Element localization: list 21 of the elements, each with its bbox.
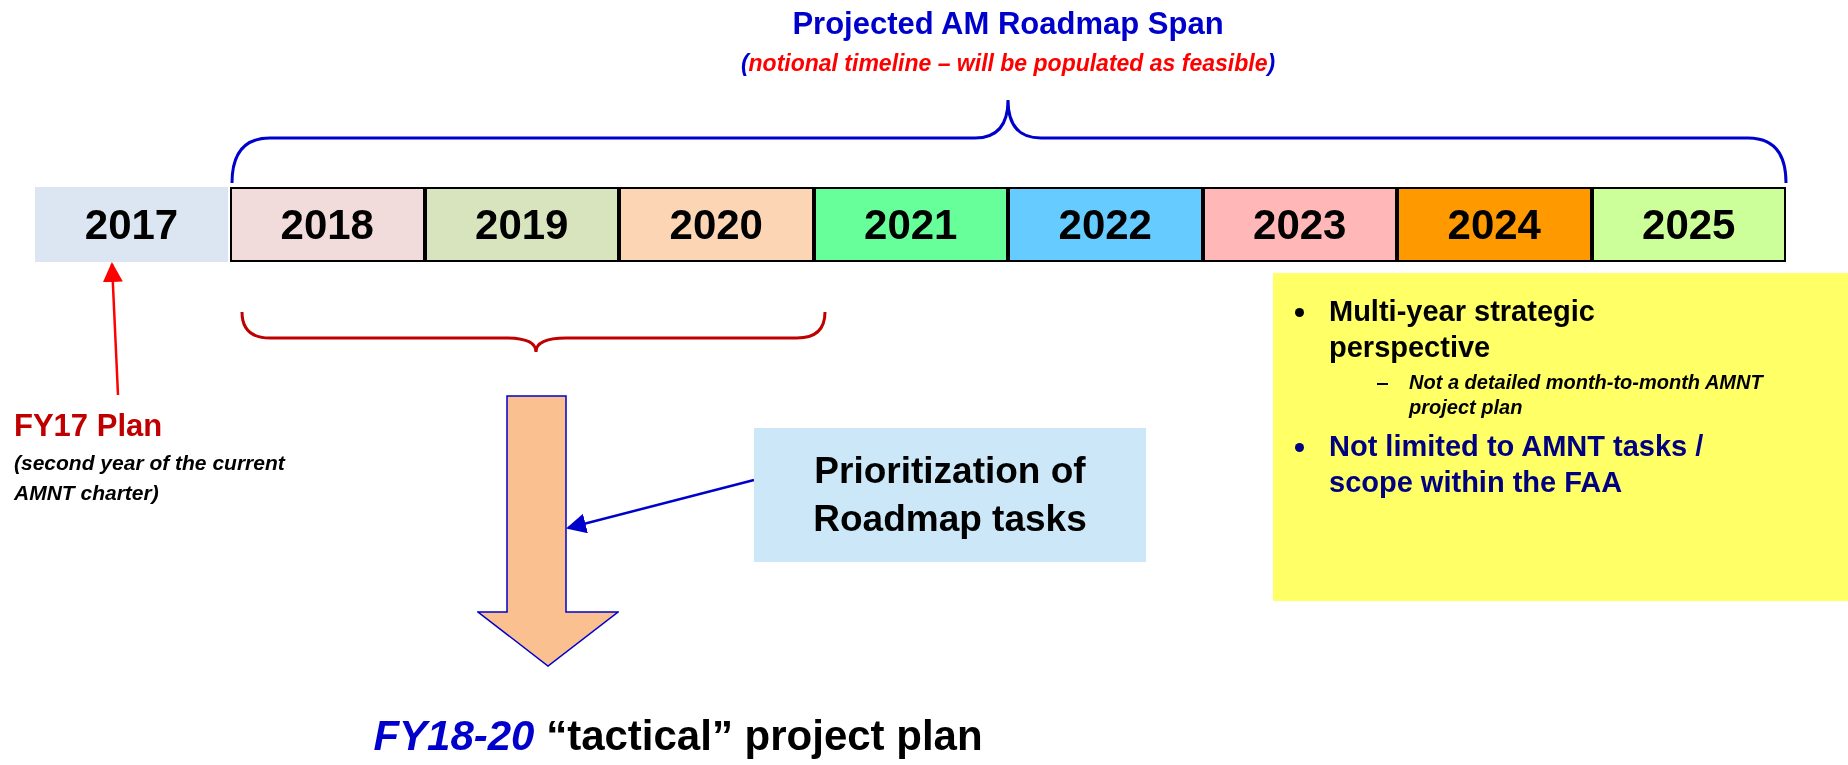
year-box: 2021: [813, 187, 1008, 262]
year-box: 2018: [230, 187, 425, 262]
year-box: 2020: [619, 187, 814, 262]
plan-note: (second year of the current AMNT charter): [14, 450, 287, 507]
bullet-text: Multi-year strategic perspective: [1329, 294, 1596, 366]
year-box: 2023: [1202, 187, 1397, 262]
year-box: 2025: [1591, 187, 1786, 262]
plan-title: FY17 Plan: [14, 408, 164, 444]
arrow: [566, 478, 755, 534]
subtitle: (notional timeline – will be populated as feasible): [739, 50, 1277, 77]
note-panel: [1273, 273, 1848, 601]
bullet-text: Not limited to AMNT tasks / scope within the FAA: [1329, 428, 1705, 500]
sub-bullet-text: Not a detailed month-to-month AMNT project plan: [1409, 369, 1765, 420]
year-box: 2024: [1397, 187, 1592, 262]
caption-text: FY18-20 “tactical” project plan: [372, 712, 984, 760]
year-box: 2022: [1008, 187, 1203, 262]
year-box: 2017: [35, 187, 228, 262]
arrow: [102, 262, 123, 396]
title: Projected AM Roadmap Span: [791, 6, 1225, 42]
callout-box: Prioritization of Roadmap tasks: [754, 428, 1146, 562]
year-box: 2019: [424, 187, 619, 262]
